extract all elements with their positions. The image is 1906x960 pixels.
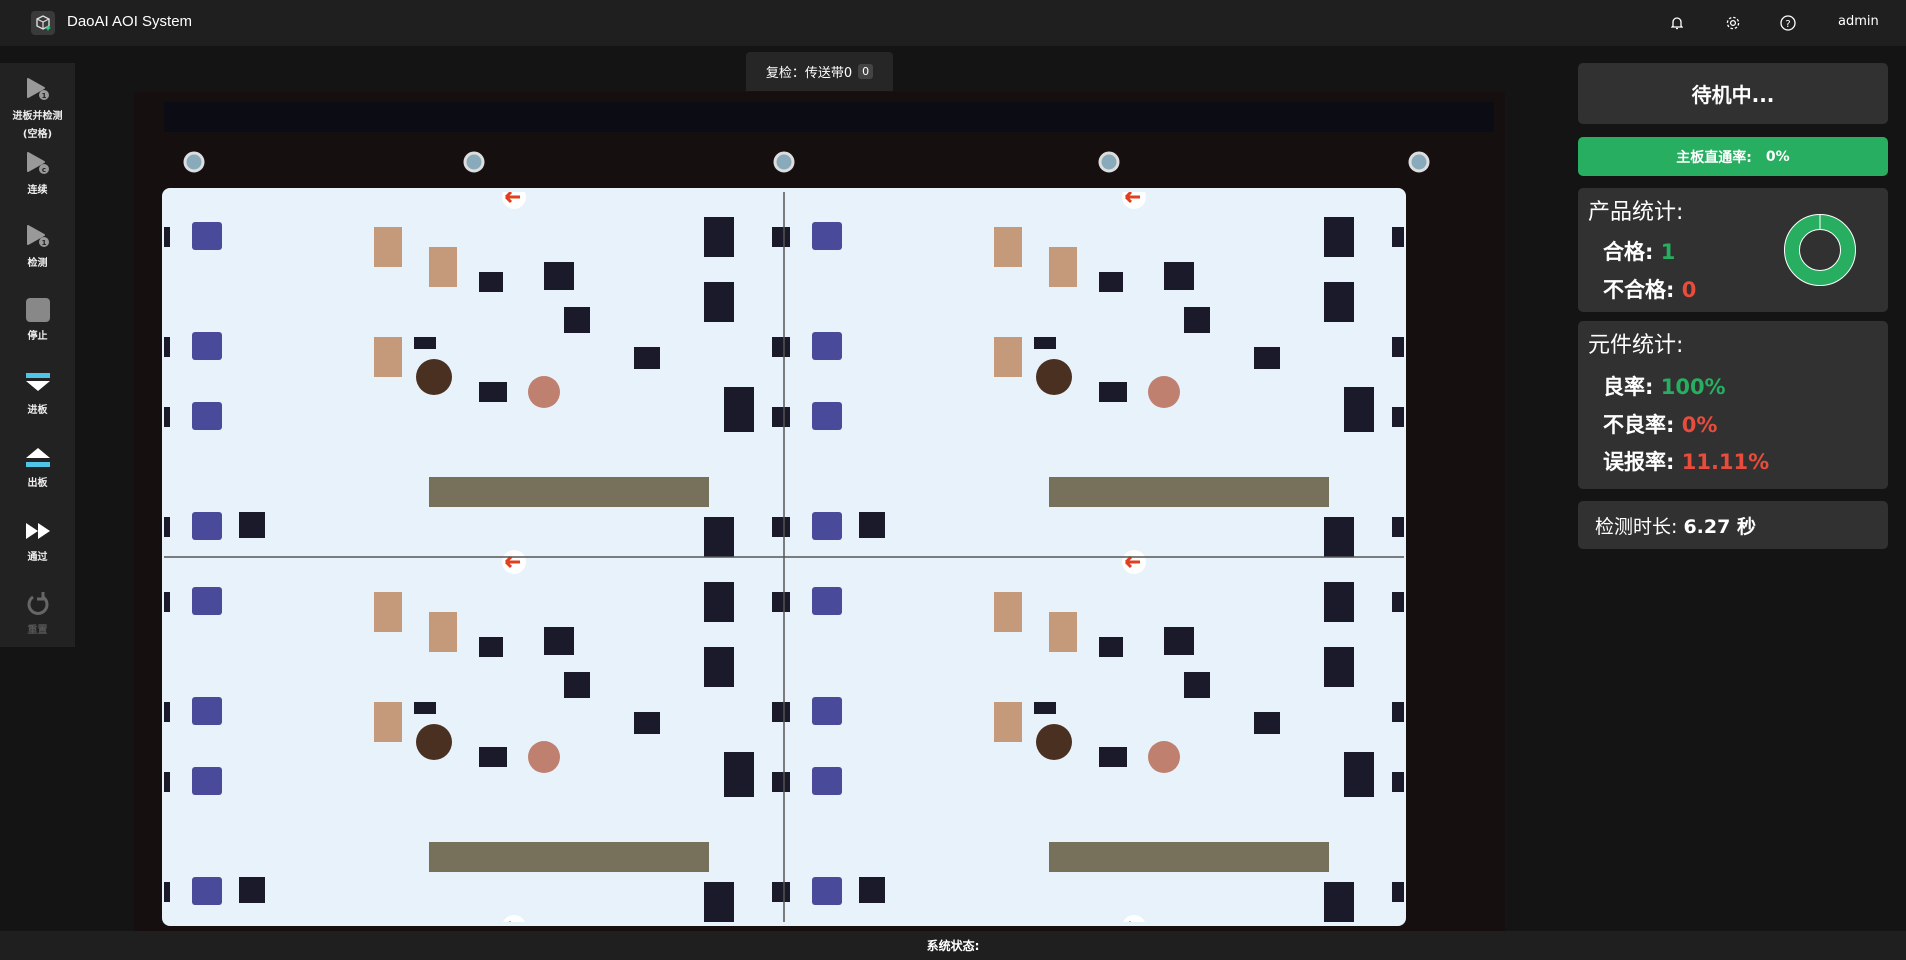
yield-label: 主板直通率: bbox=[1676, 149, 1752, 166]
sidebar-item-label: 进板 bbox=[27, 405, 48, 416]
first-pass-yield-bar: 主板直通率: 0% bbox=[1578, 137, 1888, 176]
inspect-button[interactable]: 1 检测 bbox=[0, 224, 75, 269]
load-board-button[interactable]: 进板 bbox=[0, 371, 75, 416]
stop-icon bbox=[25, 298, 50, 322]
sidebar-item-label: 连续 bbox=[27, 185, 48, 196]
machine-status: 待机中... bbox=[1578, 63, 1888, 124]
svg-text:?: ? bbox=[1785, 19, 1790, 30]
stop-button[interactable]: 停止 bbox=[0, 297, 75, 342]
sidebar-item-label: 重置 bbox=[27, 625, 48, 636]
reset-icon bbox=[27, 592, 48, 615]
good-rate-label: 良率: bbox=[1603, 375, 1654, 399]
app-logo-icon bbox=[31, 11, 55, 35]
continuous-button[interactable]: c 连续 bbox=[0, 151, 75, 196]
pass-fail-donut-chart bbox=[1784, 214, 1856, 286]
svg-text:1: 1 bbox=[41, 92, 46, 100]
play-one-icon: 1 bbox=[26, 225, 49, 247]
tab-label: 复检：传送带0 bbox=[765, 66, 853, 81]
system-status-label: 系统状态: bbox=[926, 939, 980, 953]
inspection-time-label: 检测时长: bbox=[1595, 515, 1678, 538]
fast-forward-icon bbox=[25, 523, 50, 539]
tab-count-badge: 0 bbox=[858, 64, 874, 79]
load-and-inspect-button[interactable]: 1 进板并检测 (空格) bbox=[0, 77, 75, 140]
status-bar: 系统状态: bbox=[0, 931, 1906, 960]
sidebar-item-label: 通过 bbox=[27, 552, 48, 563]
svg-text:c: c bbox=[41, 166, 45, 174]
sidebar-item-shortcut: (空格) bbox=[22, 129, 53, 140]
sidebar-item-label: 出板 bbox=[27, 478, 48, 489]
reset-button[interactable]: 重置 bbox=[0, 591, 75, 636]
false-alarm-label: 误报率: bbox=[1603, 450, 1675, 474]
pass-button[interactable]: 通过 bbox=[0, 518, 75, 563]
unload-board-button[interactable]: 出板 bbox=[0, 444, 75, 489]
inspection-time-value: 6.27 秒 bbox=[1683, 515, 1756, 538]
donut-pass-segment bbox=[1785, 215, 1855, 285]
product-stats-panel: 产品统计: 合格: 1 不合格: 0 bbox=[1578, 188, 1888, 312]
fail-count: 0 bbox=[1681, 278, 1697, 302]
sidebar-item-label: 检测 bbox=[27, 258, 48, 269]
load-board-icon bbox=[25, 373, 50, 391]
sidebar-item-label: 进板并检测 bbox=[12, 111, 63, 122]
svg-text:1: 1 bbox=[41, 239, 46, 247]
bell-icon[interactable] bbox=[1668, 14, 1686, 32]
fail-label: 不合格: bbox=[1603, 278, 1675, 302]
help-icon[interactable]: ? bbox=[1779, 14, 1797, 32]
pass-label: 合格: bbox=[1603, 240, 1654, 264]
app-title: DaoAI AOI System bbox=[67, 13, 193, 30]
gear-icon[interactable] bbox=[1724, 14, 1742, 32]
bad-rate-label: 不良率: bbox=[1603, 413, 1675, 437]
yield-value: 0% bbox=[1765, 148, 1790, 165]
component-stats-title: 元件统计: bbox=[1588, 333, 1684, 358]
false-alarm-rate: 11.11% bbox=[1681, 450, 1770, 474]
app-header: DaoAI AOI System ? admin bbox=[0, 0, 1906, 46]
component-stats-panel: 元件统计: 良率: 100% 不良率: 0% 误报率: 11.11% bbox=[1578, 321, 1888, 489]
bad-rate: 0% bbox=[1681, 413, 1718, 437]
inspection-time-panel: 检测时长: 6.27 秒 bbox=[1578, 501, 1888, 549]
unload-board-icon bbox=[25, 448, 50, 467]
tab-review-conveyor[interactable]: 复检：传送带0 0 bbox=[746, 52, 893, 91]
sidebar-item-label: 停止 bbox=[27, 331, 48, 342]
good-rate: 100% bbox=[1660, 375, 1726, 399]
pcb-inspection-image[interactable] bbox=[134, 92, 1505, 931]
user-menu[interactable]: admin bbox=[1838, 14, 1879, 29]
play-one-icon: 1 bbox=[26, 78, 49, 100]
product-stats-title: 产品统计: bbox=[1588, 200, 1684, 225]
play-continuous-icon: c bbox=[26, 152, 49, 174]
sidebar: 1 进板并检测 (空格) c 连续 1 检测 停止 进板 出板 通过 重置 bbox=[0, 63, 75, 647]
pass-count: 1 bbox=[1660, 240, 1676, 264]
